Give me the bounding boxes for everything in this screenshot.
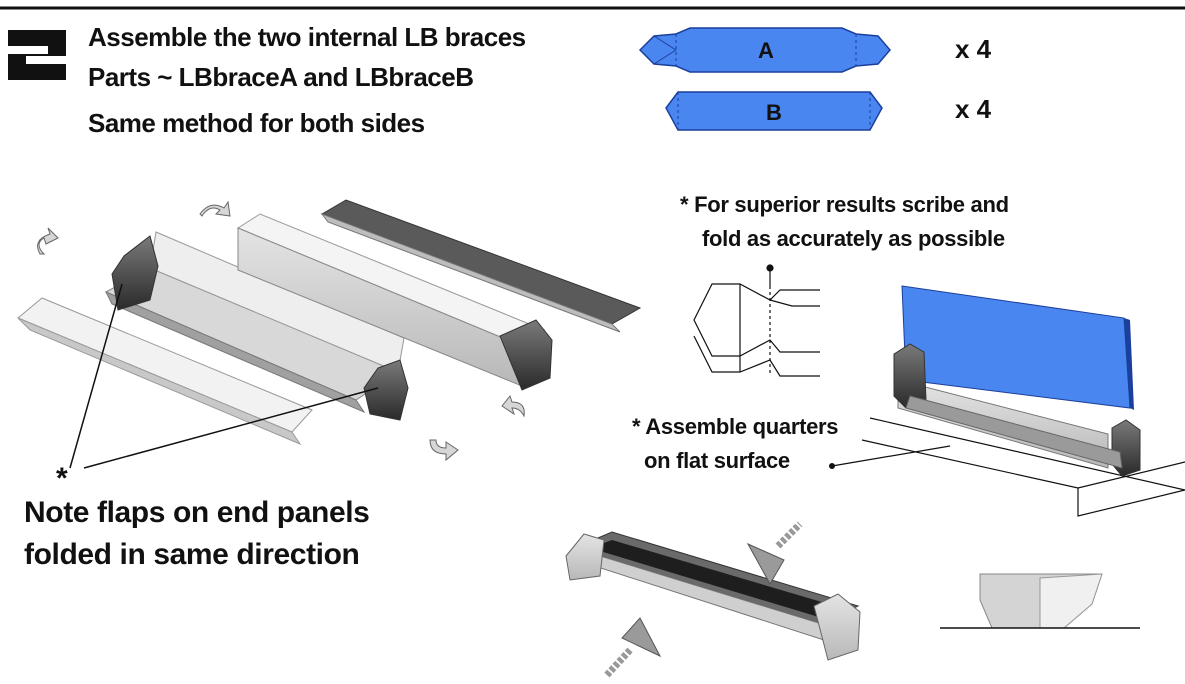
flaps-note-line2: folded in same direction	[24, 538, 360, 571]
scribe-note-line2: fold as accurately as possible	[702, 226, 1005, 251]
end-profile-detail	[940, 573, 1140, 629]
assembled-brace	[565, 531, 861, 661]
flaps-asterisk: *	[56, 462, 68, 495]
flat-surface	[861, 417, 1185, 517]
leader-line	[69, 283, 123, 469]
brace-cover-box	[236, 213, 553, 391]
leader-line	[831, 445, 951, 467]
push-arrow-icon	[603, 617, 662, 679]
part-a-label: A	[758, 38, 774, 63]
part-b-quantity: x 4	[955, 94, 992, 124]
brace-channel-main	[104, 231, 409, 421]
part-b-label: B	[766, 100, 782, 125]
assemble-note-line1: * Assemble quarters	[632, 414, 839, 439]
blue-panel	[901, 285, 1134, 410]
brace-strip-front	[17, 297, 313, 446]
rotate-arrow-icon	[37, 227, 59, 255]
fold-detail-outline	[693, 264, 820, 377]
rotate-arrow-icon	[429, 439, 459, 462]
push-arrow-icon	[746, 521, 803, 586]
rotate-arrow-icon	[501, 394, 525, 418]
leader-line	[83, 387, 379, 469]
step-method-line: Same method for both sides	[88, 108, 425, 138]
brace-strip-back	[320, 199, 642, 333]
channel-on-surface	[893, 343, 1141, 477]
part-b-shape	[665, 91, 883, 131]
flaps-note-line1: Note flaps on end panels	[24, 496, 370, 529]
step-parts-line: Parts ~ LBbraceA and LBbraceB	[88, 62, 474, 92]
assemble-note-line2: on flat surface	[644, 448, 790, 473]
step-title: Assemble the two internal LB braces	[88, 22, 526, 52]
part-a-quantity: x 4	[955, 34, 992, 64]
rotate-arrow-icon	[199, 200, 231, 217]
leader-dot	[829, 463, 835, 469]
part-a-shape	[638, 27, 891, 73]
step-number-glyph	[8, 30, 66, 80]
scribe-note-line1: * For superior results scribe and	[680, 192, 1009, 217]
